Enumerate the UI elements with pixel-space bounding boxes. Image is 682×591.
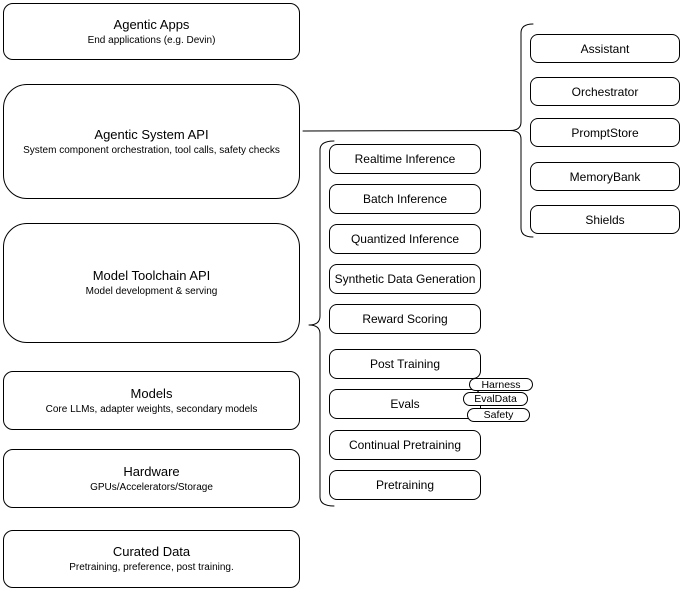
component-box-memorybank: MemoryBank	[530, 162, 680, 191]
box-models: Models Core LLMs, adapter weights, secon…	[3, 371, 300, 430]
box-agentic-apps: Agentic Apps End applications (e.g. Devi…	[3, 3, 300, 60]
box-subtitle: End applications (e.g. Devin)	[87, 34, 216, 46]
component-box-promptstore: PromptStore	[530, 118, 680, 147]
component-box-label: Assistant	[580, 41, 630, 56]
box-title: Hardware	[123, 463, 180, 479]
toolchain-box-realtime-inference: Realtime Inference	[329, 144, 481, 174]
toolchain-box-label: Continual Pretraining	[348, 438, 462, 452]
toolchain-box-label: Batch Inference	[362, 192, 448, 206]
box-subtitle: GPUs/Accelerators/Storage	[90, 481, 213, 493]
evals-tag-harness: Harness	[469, 378, 533, 391]
toolchain-box-label: Realtime Inference	[354, 152, 456, 166]
evals-tag-evaldata: EvalData	[463, 392, 528, 406]
box-subtitle: Pretraining, preference, post training.	[69, 562, 234, 573]
toolchain-box-label: Synthetic Data Generation	[334, 272, 476, 286]
toolchain-box-label: Reward Scoring	[362, 312, 448, 326]
box-title: Model Toolchain API	[92, 268, 211, 283]
box-model-toolchain-api: Model Toolchain API Model development & …	[3, 223, 300, 343]
toolchain-box-label: Quantized Inference	[350, 232, 460, 246]
box-subtitle: System component orchestration, tool cal…	[23, 144, 280, 156]
evals-tag-label: Safety	[483, 409, 514, 421]
box-title: Agentic Apps	[113, 16, 190, 32]
toolchain-box-pretraining: Pretraining	[329, 470, 481, 500]
component-box-label: PromptStore	[571, 125, 639, 140]
component-box-assistant: Assistant	[530, 34, 680, 63]
box-subtitle: Model development & serving	[85, 286, 218, 297]
toolchain-box-label: Post Training	[369, 357, 441, 371]
toolchain-box-evals: Evals	[329, 389, 481, 419]
system-components-brace	[509, 23, 534, 238]
evals-tag-label: Harness	[481, 378, 521, 391]
component-box-label: Shields	[585, 212, 625, 227]
toolchain-box-reward-scoring: Reward Scoring	[329, 304, 481, 334]
evals-tag-safety: Safety	[467, 408, 530, 422]
component-box-orchestrator: Orchestrator	[530, 77, 680, 106]
toolchain-box-label: Evals	[390, 397, 420, 411]
box-curated-data: Curated Data Pretraining, preference, po…	[3, 530, 300, 588]
toolchain-box-label: Pretraining	[375, 478, 435, 492]
box-hardware: Hardware GPUs/Accelerators/Storage	[3, 449, 300, 508]
toolchain-box-quantized-inference: Quantized Inference	[329, 224, 481, 254]
toolchain-box-batch-inference: Batch Inference	[329, 184, 481, 214]
box-title: Curated Data	[112, 544, 191, 559]
component-box-shields: Shields	[530, 205, 680, 234]
toolchain-box-post-training: Post Training	[329, 349, 481, 379]
component-box-label: Orchestrator	[571, 84, 639, 99]
component-box-label: MemoryBank	[569, 169, 641, 184]
toolchain-box-continual-pretraining: Continual Pretraining	[329, 430, 481, 460]
box-subtitle: Core LLMs, adapter weights, secondary mo…	[45, 403, 258, 415]
toolchain-brace	[308, 140, 335, 507]
system-api-to-components-line	[302, 130, 511, 132]
box-agentic-system-api: Agentic System API System component orch…	[3, 84, 300, 199]
box-title: Models	[130, 385, 173, 401]
box-title: Agentic System API	[94, 126, 209, 142]
evals-tag-label: EvalData	[474, 393, 517, 405]
toolchain-box-synthetic-data-generation: Synthetic Data Generation	[329, 264, 481, 294]
